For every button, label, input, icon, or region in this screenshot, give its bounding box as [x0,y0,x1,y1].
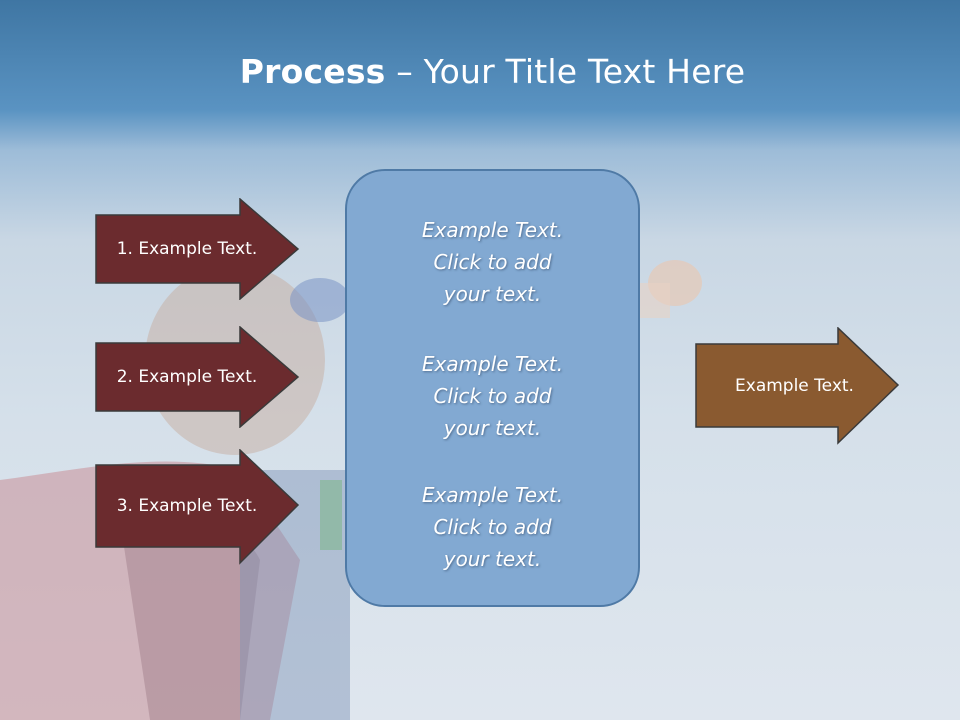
left-arrow-3[interactable] [95,449,300,565]
left-arrow-1[interactable] [95,198,300,300]
center-block-1: Example Text. Click to add your text. [347,214,638,310]
center-block-3-line-1: Example Text. [421,483,564,507]
title-bold-part: Process [239,52,386,91]
title-rest-part: – Your Title Text Here [385,52,746,91]
center-block-1-line-2: Click to add [433,250,552,274]
left-arrow-3-label: 3. Example Text. [116,496,258,516]
center-text-box[interactable]: Example Text. Click to add your text. Ex… [345,169,640,607]
left-arrow-2[interactable] [95,326,300,428]
right-arrow[interactable] [695,327,900,445]
center-block-2-line-3: your text. [443,416,542,440]
center-block-2-line-2: Click to add [433,384,552,408]
center-block-2: Example Text. Click to add your text. [347,348,638,444]
left-arrow-1-label: 1. Example Text. [116,239,258,259]
center-block-1-line-3: your text. [443,282,542,306]
center-block-3: Example Text. Click to add your text. [347,479,638,575]
center-block-2-line-1: Example Text. [421,352,564,376]
left-arrow-2-label: 2. Example Text. [116,367,258,387]
center-block-3-line-2: Click to add [433,515,552,539]
right-arrow-label: Example Text. [735,375,854,396]
slide-title: Process – Your Title Text Here [0,52,960,91]
center-block-1-line-1: Example Text. [421,218,564,242]
center-block-3-line-3: your text. [443,547,542,571]
